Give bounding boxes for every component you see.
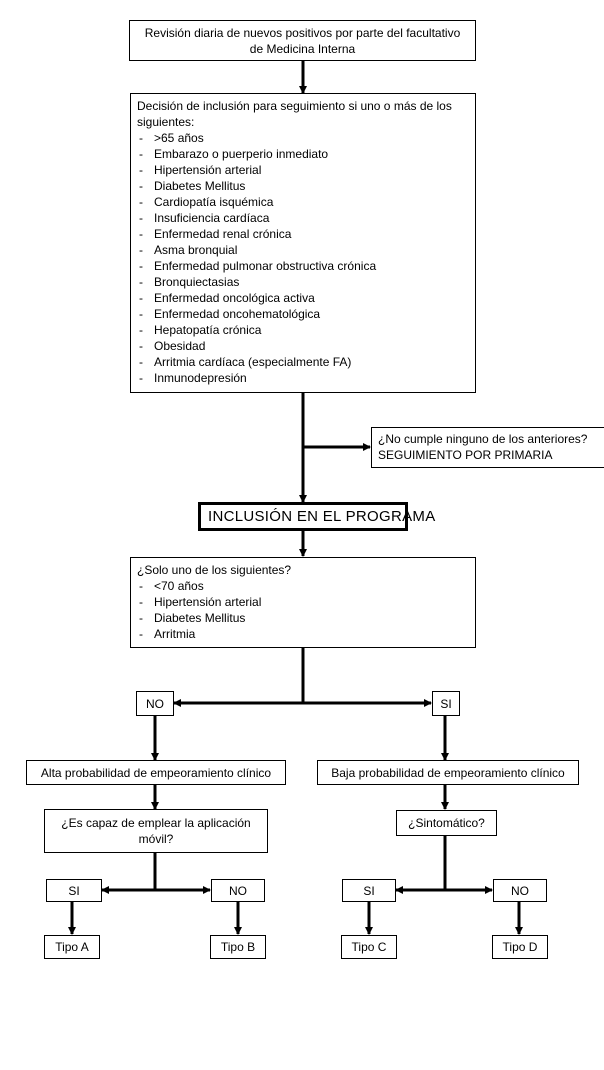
criteria-item: Enfermedad oncohematológica — [137, 306, 469, 322]
single-intro: ¿Solo uno de los siguientes? — [137, 563, 292, 577]
top-review-line2: de Medicina Interna — [249, 41, 356, 56]
right-no-label: NO — [511, 883, 529, 898]
symptom-question-label: ¿Sintomático? — [408, 816, 485, 830]
exclusion-line2: SEGUIMIENTO POR PRIMARIA — [378, 448, 553, 462]
right-no-box: NO — [493, 879, 547, 902]
criteria-intro: Decisión de inclusión para seguimiento s… — [137, 99, 452, 129]
program-inclusion-box: INCLUSIÓN EN EL PROGRAMA — [198, 502, 435, 531]
low-probability-box: Baja probabilidad de empeoramiento clíni… — [317, 760, 579, 785]
tipo-b-label: Tipo B — [220, 940, 256, 954]
inclusion-criteria-box: Decisión de inclusión para seguimiento s… — [130, 93, 476, 393]
criteria-item: Obesidad — [137, 338, 469, 354]
single-criterion-item: Diabetes Mellitus — [137, 610, 469, 626]
criteria-item: Asma bronquial — [137, 242, 469, 258]
criteria-list: >65 añosEmbarazo o puerperio inmediatoHi… — [137, 130, 469, 386]
app-question-line1: ¿Es capaz de emplear la aplicación — [61, 816, 251, 830]
symptom-question-box: ¿Sintomático? — [396, 810, 497, 836]
app-question-line2: móvil? — [138, 832, 174, 846]
exclusion-box: ¿No cumple ninguno de los anteriores? SE… — [371, 427, 604, 468]
criteria-item: Embarazo o puerperio inmediato — [137, 146, 469, 162]
exclusion-line1: ¿No cumple ninguno de los anteriores? — [378, 432, 588, 446]
criteria-item: Enfermedad renal crónica — [137, 226, 469, 242]
criteria-item: Hepatopatía crónica — [137, 322, 469, 338]
right-si-box: SI — [342, 879, 396, 902]
branch-si-label: SI — [440, 696, 452, 711]
criteria-item: Enfermedad oncológica activa — [137, 290, 469, 306]
high-probability-box: Alta probabilidad de empeoramiento clíni… — [26, 760, 286, 785]
tipo-a-box: Tipo A — [44, 935, 100, 959]
left-no-box: NO — [211, 879, 265, 902]
criteria-item: >65 años — [137, 130, 469, 146]
program-inclusion-label: INCLUSIÓN EN EL PROGRAMA — [208, 507, 436, 525]
high-probability-label: Alta probabilidad de empeoramiento clíni… — [40, 765, 272, 780]
criteria-item: Arritmia cardíaca (especialmente FA) — [137, 354, 469, 370]
app-question-box: ¿Es capaz de emplear la aplicación móvil… — [44, 809, 268, 853]
tipo-c-label: Tipo C — [351, 940, 387, 954]
single-criterion-item: Hipertensión arterial — [137, 594, 469, 610]
top-review-box: Revisión diaria de nuevos positivos por … — [129, 20, 476, 61]
branch-no-label: NO — [146, 696, 164, 711]
branch-si-box: SI — [432, 691, 460, 716]
criteria-item: Inmunodepresión — [137, 370, 469, 386]
criteria-item: Diabetes Mellitus — [137, 178, 469, 194]
low-probability-label: Baja probabilidad de empeoramiento clíni… — [331, 765, 565, 780]
single-list: <70 añosHipertensión arterialDiabetes Me… — [137, 578, 469, 642]
top-review-line1: Revisión diaria de nuevos positivos por … — [144, 25, 461, 40]
criteria-item: Cardiopatía isquémica — [137, 194, 469, 210]
tipo-d-box: Tipo D — [492, 935, 548, 959]
left-si-box: SI — [46, 879, 102, 902]
branch-no-box: NO — [136, 691, 174, 716]
single-criterion-item: <70 años — [137, 578, 469, 594]
single-criterion-item: Arritmia — [137, 626, 469, 642]
right-si-label: SI — [363, 883, 375, 898]
left-si-label: SI — [68, 883, 80, 898]
single-criterion-box: ¿Solo uno de los siguientes? <70 añosHip… — [130, 557, 476, 648]
criteria-item: Insuficiencia cardíaca — [137, 210, 469, 226]
tipo-d-label: Tipo D — [502, 940, 538, 954]
criteria-item: Enfermedad pulmonar obstructiva crónica — [137, 258, 469, 274]
criteria-item: Bronquiectasias — [137, 274, 469, 290]
tipo-b-box: Tipo B — [210, 935, 266, 959]
tipo-c-box: Tipo C — [341, 935, 397, 959]
criteria-item: Hipertensión arterial — [137, 162, 469, 178]
tipo-a-label: Tipo A — [55, 940, 89, 954]
left-no-label: NO — [229, 883, 247, 898]
